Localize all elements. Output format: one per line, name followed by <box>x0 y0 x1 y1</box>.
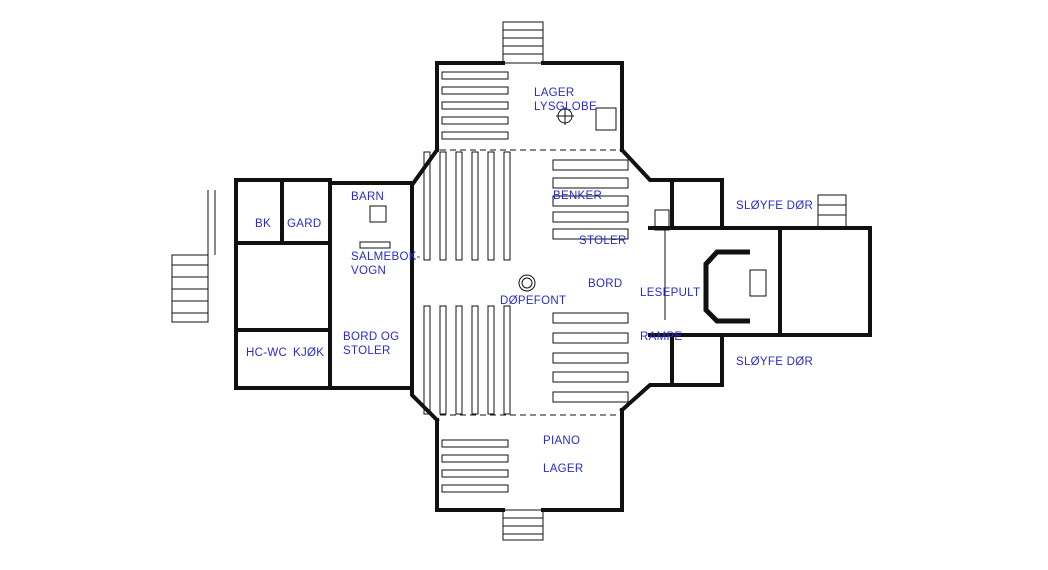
label-stoler: STOLER <box>579 235 627 247</box>
pew <box>471 305 479 415</box>
label-bord: BORD <box>588 278 623 290</box>
pew <box>439 305 447 415</box>
pew <box>455 305 463 415</box>
label-lager-top: LAGER <box>534 87 575 99</box>
pews <box>423 71 629 493</box>
label-barn: BARN <box>351 191 385 203</box>
pew <box>552 159 629 171</box>
label-piano: PIANO <box>543 435 581 447</box>
pew <box>487 305 495 415</box>
label-salmebok: SALMEBOK- <box>351 251 421 263</box>
pew <box>503 305 511 415</box>
pew <box>423 305 431 415</box>
pew <box>441 484 509 493</box>
label-vogn: VOGN <box>351 265 387 277</box>
label-sloyfe-dor-bottom: SLØYFE DØR <box>736 356 814 368</box>
label-lesepult: LESEPULT <box>640 287 701 299</box>
pew <box>441 131 509 140</box>
pew <box>439 151 447 261</box>
interior-lines <box>171 21 847 541</box>
label-lager-bottom: LAGER <box>543 463 584 475</box>
pew <box>552 228 629 240</box>
label-gard: GARD <box>287 218 322 230</box>
pew <box>423 151 431 261</box>
label-hc-wc: HC-WC <box>246 347 288 359</box>
pew <box>503 151 511 261</box>
pew <box>455 151 463 261</box>
pew <box>552 312 629 324</box>
label-kjok: KJØK <box>293 347 325 359</box>
label-lysglobe: LYSGLOBE <box>534 101 597 113</box>
pew <box>552 211 629 223</box>
label-dopefont: DØPEFONT <box>500 295 567 307</box>
pew <box>441 469 509 478</box>
pew <box>552 352 629 364</box>
pew <box>552 371 629 383</box>
pew <box>441 101 509 110</box>
label-rampe: RAMPE <box>640 331 683 343</box>
label-bord-og: BORD OG <box>343 331 400 343</box>
pew <box>552 391 629 403</box>
pew <box>471 151 479 261</box>
pew <box>487 151 495 261</box>
label-bk: BK <box>255 218 271 230</box>
pew <box>441 86 509 95</box>
label-stoler-left: STOLER <box>343 345 391 357</box>
pew <box>441 454 509 463</box>
pew <box>441 71 509 80</box>
pew <box>552 177 629 189</box>
label-benker: BENKER <box>553 190 603 202</box>
pew <box>552 195 629 207</box>
label-sloyfe-dor-top: SLØYFE DØR <box>736 200 814 212</box>
pew <box>441 116 509 125</box>
pew <box>441 439 509 448</box>
pew <box>552 332 629 344</box>
